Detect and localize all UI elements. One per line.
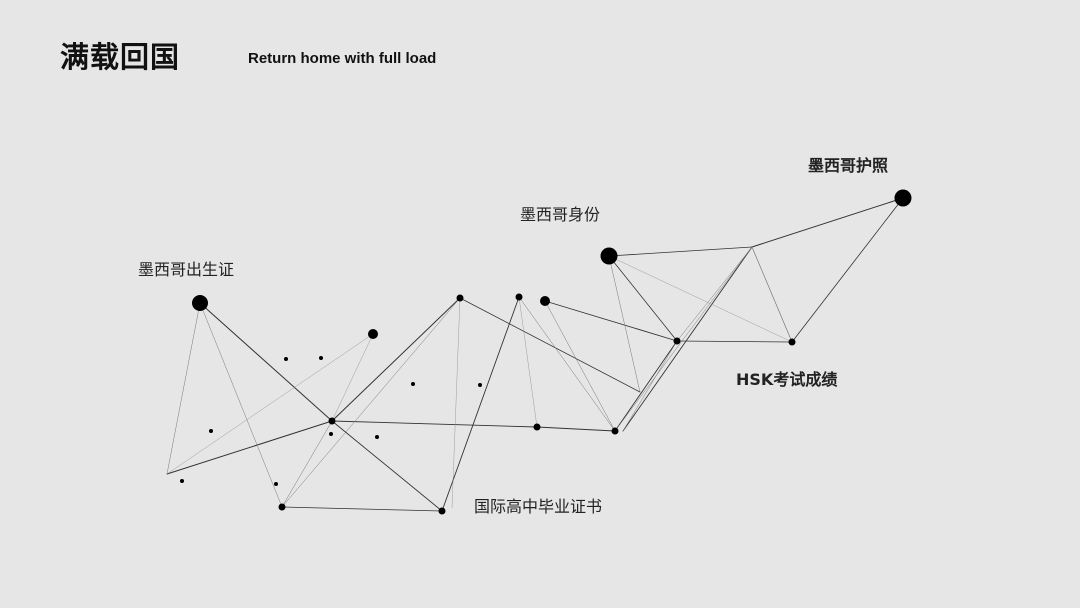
edge bbox=[166, 302, 201, 475]
node-birth-certificate bbox=[192, 295, 208, 311]
node bbox=[611, 427, 619, 435]
node bbox=[180, 479, 184, 483]
node-hsk-scores bbox=[788, 338, 796, 346]
node bbox=[456, 294, 464, 302]
edge bbox=[459, 297, 641, 393]
edge bbox=[608, 255, 678, 342]
node-mexican-passport bbox=[894, 189, 912, 207]
edge bbox=[331, 297, 461, 422]
node bbox=[329, 432, 333, 436]
label-mexican-id: 墨西哥身份 bbox=[520, 205, 601, 224]
edge bbox=[608, 246, 753, 257]
node-high-school-diploma bbox=[438, 507, 446, 515]
node bbox=[673, 337, 681, 345]
network-edges bbox=[166, 197, 904, 512]
edge bbox=[281, 506, 443, 512]
node bbox=[328, 417, 336, 425]
node bbox=[533, 423, 541, 431]
page-title: 满载回国 bbox=[60, 40, 181, 74]
edge bbox=[751, 197, 904, 248]
edge bbox=[331, 420, 443, 512]
edge bbox=[608, 255, 641, 393]
label-mexican-passport: 墨西哥护照 bbox=[808, 156, 889, 175]
edge bbox=[441, 296, 520, 512]
page-subtitle: Return home with full load bbox=[248, 50, 437, 67]
edge bbox=[676, 246, 753, 342]
edge bbox=[199, 302, 333, 422]
node bbox=[209, 429, 213, 433]
node bbox=[274, 482, 278, 486]
edge bbox=[544, 300, 616, 432]
edge bbox=[791, 197, 904, 343]
edge bbox=[622, 246, 753, 432]
label-birth-certificate: 墨西哥出生证 bbox=[138, 260, 235, 279]
edge bbox=[518, 296, 616, 432]
edge bbox=[536, 426, 616, 432]
node bbox=[368, 329, 378, 339]
node-mexican-id bbox=[600, 247, 618, 265]
edge bbox=[614, 340, 678, 432]
label-hsk-scores: HSK考试成绩 bbox=[736, 370, 838, 389]
label-high-school-diploma: 国际高中毕业证书 bbox=[474, 497, 603, 516]
edge bbox=[608, 255, 793, 343]
node bbox=[515, 293, 523, 301]
node bbox=[375, 435, 379, 439]
edge bbox=[331, 420, 538, 428]
edge bbox=[166, 420, 333, 475]
edge bbox=[199, 302, 283, 508]
edge bbox=[451, 297, 461, 509]
edge bbox=[518, 296, 538, 428]
edge bbox=[676, 340, 793, 343]
node bbox=[278, 503, 286, 511]
node bbox=[284, 357, 288, 361]
edge bbox=[751, 246, 793, 343]
edge bbox=[281, 297, 461, 508]
edge bbox=[166, 333, 374, 475]
edge bbox=[614, 246, 753, 432]
edge bbox=[622, 340, 678, 432]
edge bbox=[281, 420, 333, 508]
node bbox=[478, 383, 482, 387]
node bbox=[319, 356, 323, 360]
edge bbox=[544, 300, 678, 342]
node bbox=[411, 382, 415, 386]
edge bbox=[331, 333, 374, 422]
node bbox=[540, 296, 550, 306]
network-nodes bbox=[180, 189, 912, 515]
